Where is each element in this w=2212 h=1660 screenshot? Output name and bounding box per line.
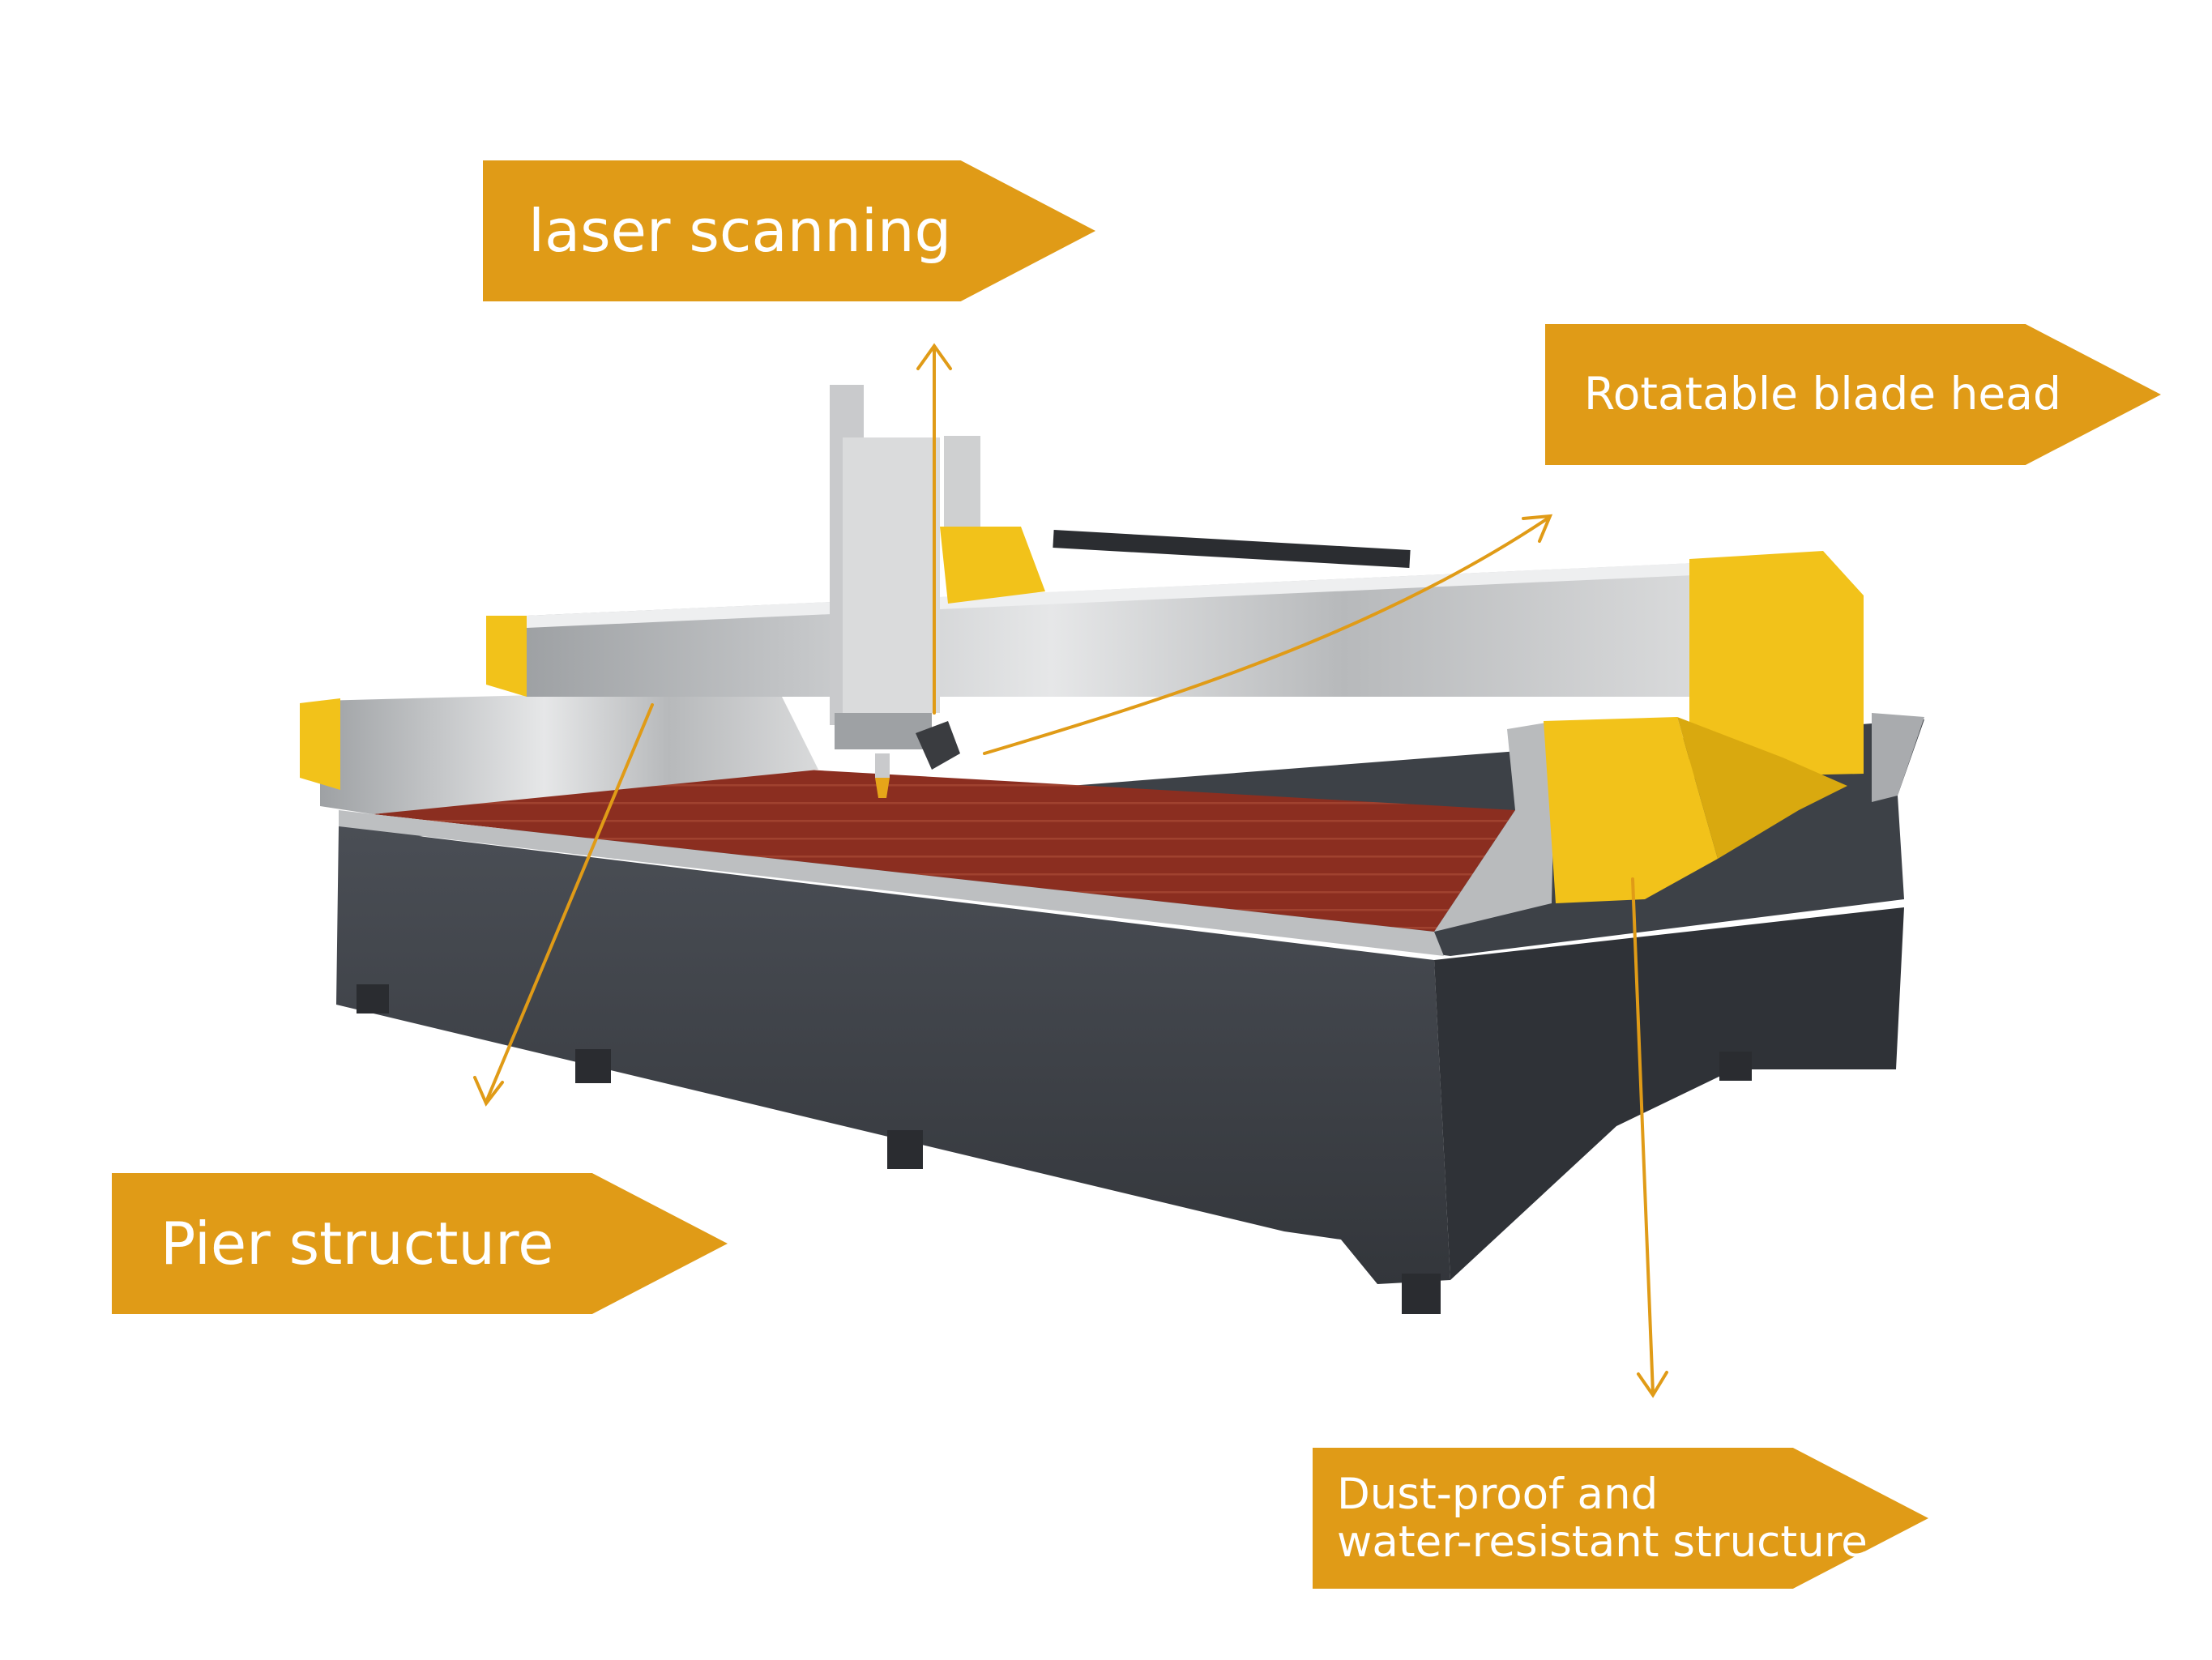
callout-label-line-2: water-resistant structure	[1337, 1517, 1868, 1567]
gantry-beam	[527, 563, 1693, 697]
callout-arrow-shape	[483, 160, 1095, 301]
callout-dust-proof: Dust-proof and water-resistant structure	[1313, 1448, 1928, 1589]
side-walls	[320, 689, 1924, 932]
callout-label: Dust-proof and water-resistant structure	[1337, 1469, 1868, 1567]
callout-rotatable-blade-head: Rotatable blade head	[1545, 324, 2161, 465]
callout-label-line-1: Dust-proof and	[1337, 1469, 1659, 1519]
yellow-housings	[300, 551, 1864, 903]
leader-line-pier	[485, 703, 654, 1103]
callout-pier-structure: Pier structure	[112, 1173, 728, 1314]
callout-label: laser scanning	[528, 196, 952, 265]
leader-line-dust	[1631, 877, 1655, 1395]
leader-line-blade	[983, 517, 1549, 755]
leader-arrowhead-blade	[1522, 514, 1553, 543]
cutting-bed	[339, 768, 1515, 956]
leader-lines	[473, 343, 1668, 1398]
callout-arrow-shape	[112, 1173, 728, 1314]
cable-chain	[1053, 530, 1411, 568]
callout-arrow-shape	[1313, 1448, 1928, 1589]
callout-label: Rotatable blade head	[1584, 368, 2061, 420]
callout-arrow-shape	[1545, 324, 2161, 465]
callout-laser-scanning: laser scanning	[483, 160, 1095, 301]
callout-label: Pier structure	[160, 1209, 554, 1278]
cutting-head	[830, 385, 1045, 798]
leader-arrowhead-dust	[1637, 1371, 1668, 1398]
leader-arrowhead-pier	[473, 1076, 504, 1107]
leader-arrowhead-laser	[916, 343, 952, 370]
